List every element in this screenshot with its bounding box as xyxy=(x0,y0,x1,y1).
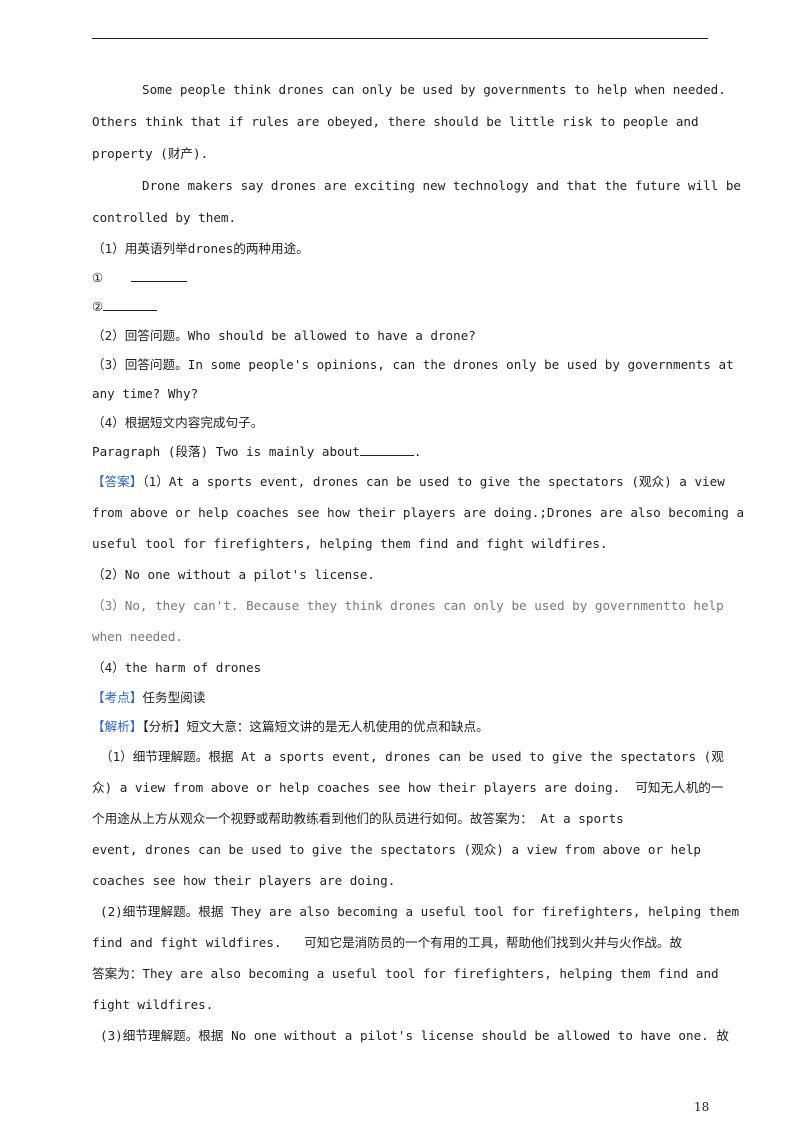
analysis-line: coaches see how their players are doing. xyxy=(92,873,396,888)
analysis-line: (2)细节理解题。根据 They are also becoming a use… xyxy=(100,904,740,919)
analysis-header: 【解析】【分析】短文大意：这篇短文讲的是无人机使用的优点和缺点。 xyxy=(92,712,708,741)
answer-line: （3）No, they can't. Because they think dr… xyxy=(92,598,724,613)
answer-blank-1: ① xyxy=(92,263,708,292)
page-number: 18 xyxy=(694,1100,710,1114)
question-3-line: any time? Why? xyxy=(92,386,199,401)
analysis-line: fight wildfires. xyxy=(92,997,214,1012)
circled-number-1: ① xyxy=(92,270,104,285)
analysis-line: find and fight wildfires. 可知它是消防员的一个有用的工… xyxy=(92,935,683,950)
analysis-text: 【分析】短文大意：这篇短文讲的是无人机使用的优点和缺点。 xyxy=(142,719,489,734)
answer-text: （1）At a sports event, drones can be used… xyxy=(142,474,725,489)
kaodian-tag: 【考点】 xyxy=(92,690,143,705)
answer-line: useful tool for firefighters, helping th… xyxy=(92,536,608,551)
sentence-text: Paragraph (段落) Two is mainly about xyxy=(92,444,360,459)
question-3-line: （3）回答问题。In some people's opinions, can t… xyxy=(92,357,734,372)
answer-line: when needed. xyxy=(92,629,183,644)
blank-line xyxy=(131,265,188,282)
passage-line: Some people think drones can only be use… xyxy=(142,82,726,97)
sentence-end: . xyxy=(413,444,422,459)
answer-line: 【答案】（1）At a sports event, drones can be … xyxy=(92,466,725,497)
answer-blank-2: ② xyxy=(92,292,708,321)
passage-line: property (财产). xyxy=(92,146,209,161)
passage-line: Drone makers say drones are exciting new… xyxy=(142,178,741,193)
answer-line: from above or help coaches see how their… xyxy=(92,505,745,520)
analysis-line: event, drones can be used to give the sp… xyxy=(92,842,702,857)
answer-line: （2）No one without a pilot's license. xyxy=(92,567,375,582)
passage-line: controlled by them. xyxy=(92,210,237,225)
question-4-sentence: Paragraph (段落) Two is mainly about. xyxy=(92,437,708,466)
answer-line: （4）the harm of drones xyxy=(92,660,262,675)
passage-line: Others think that if rules are obeyed, t… xyxy=(92,114,699,129)
blank-line xyxy=(359,439,414,456)
analysis-line: 答案为：They are also becoming a useful tool… xyxy=(92,966,719,981)
analysis-line: （1）细节理解题。根据 At a sports event, drones ca… xyxy=(100,749,724,764)
question-1: （1）用英语列举drones的两种用途。 xyxy=(92,241,309,256)
blank-line xyxy=(103,294,158,311)
analysis-line: (3)细节理解题。根据 No one without a pilot's lic… xyxy=(100,1028,729,1043)
page-content: Some people think drones can only be use… xyxy=(92,74,745,1051)
kaodian-line: 【考点】任务型阅读 xyxy=(92,683,708,712)
header-rule xyxy=(92,38,708,39)
question-2: （2）回答问题。Who should be allowed to have a … xyxy=(92,328,476,343)
answer-tag: 【答案】 xyxy=(92,474,143,489)
question-4: （4）根据短文内容完成句子。 xyxy=(92,415,264,430)
analysis-line: 个用途从上方从观众一个视野或帮助教练看到他们的队员进行如何。故答案为： At a… xyxy=(92,811,624,826)
analysis-tag: 【解析】 xyxy=(92,719,143,734)
circled-number-2: ② xyxy=(92,299,104,314)
analysis-line: 众) a view from above or help coaches see… xyxy=(92,780,724,795)
kaodian-text: 任务型阅读 xyxy=(142,690,206,705)
